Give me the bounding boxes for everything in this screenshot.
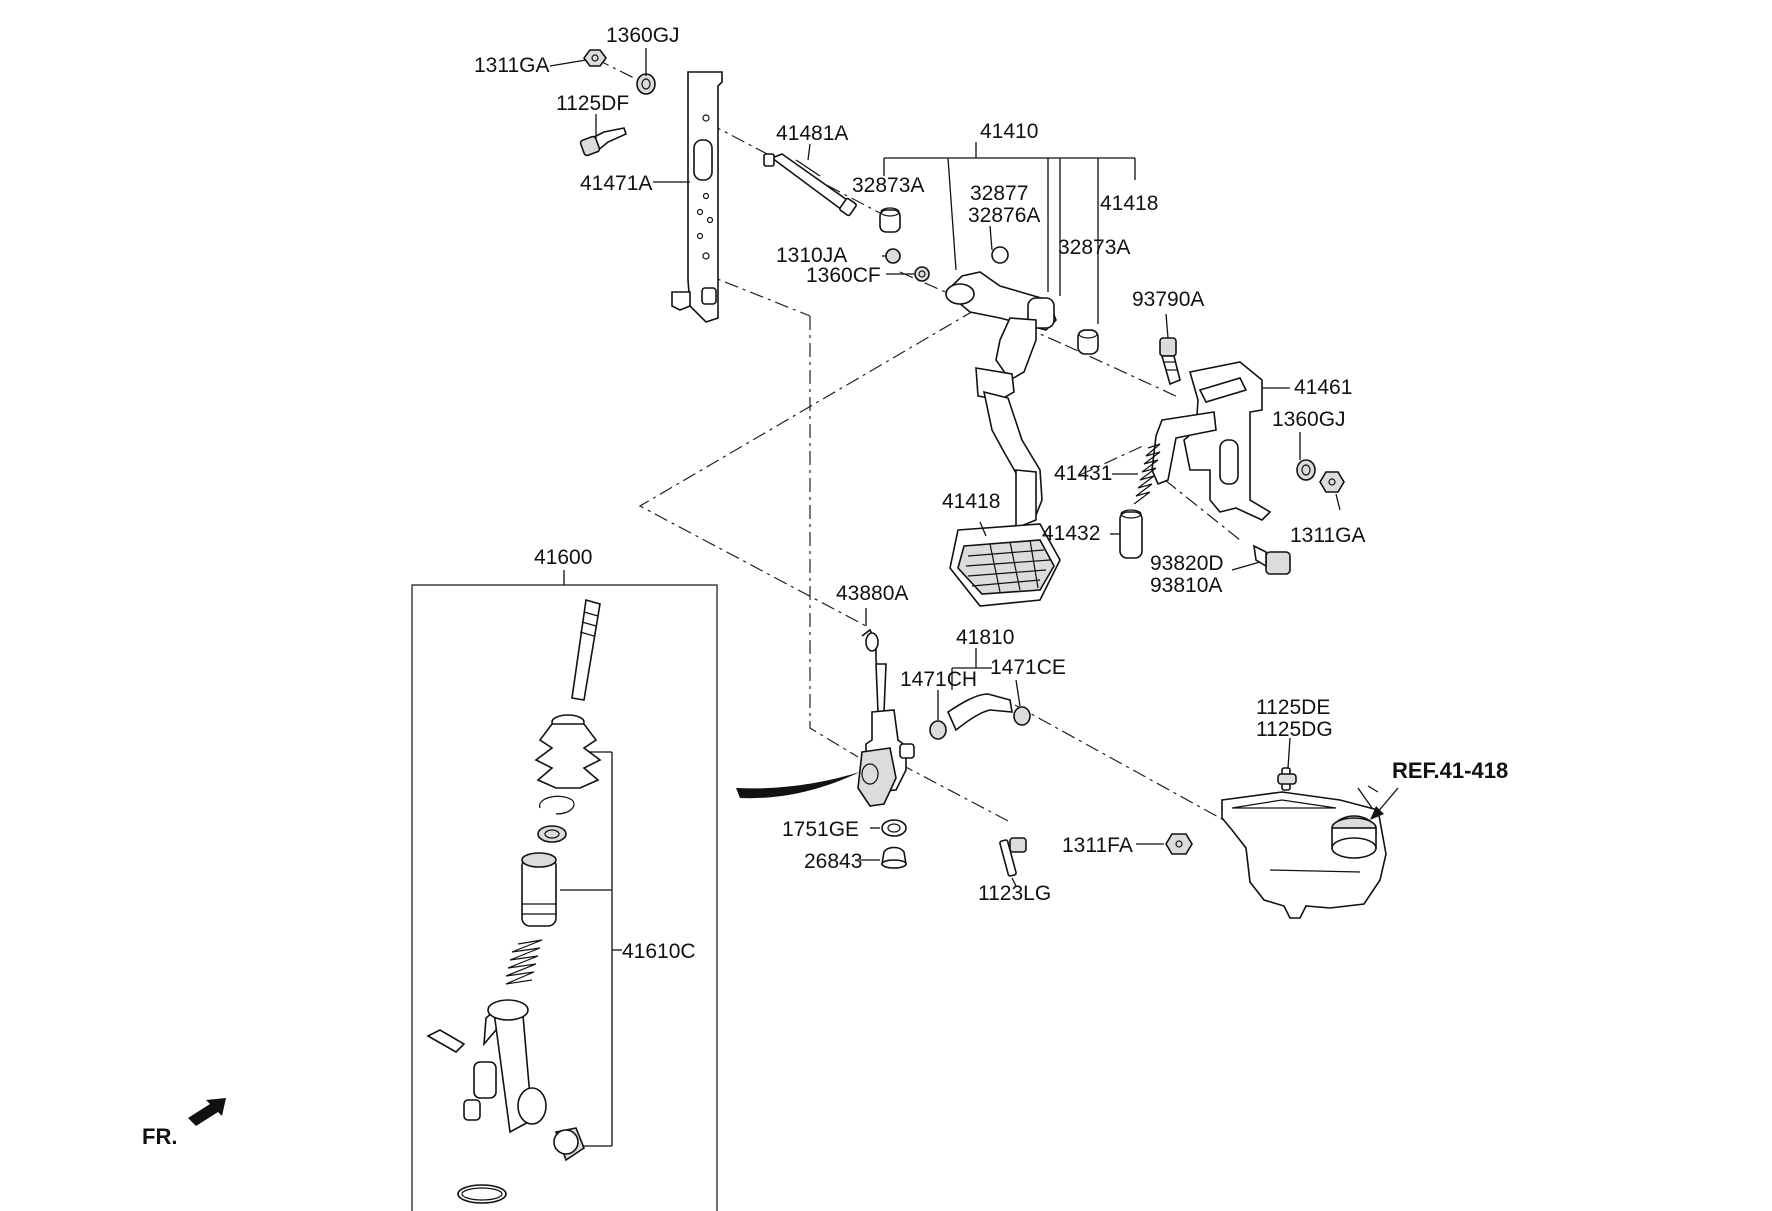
nut-1311FA <box>1165 833 1193 855</box>
pipe-41810 <box>946 693 1013 732</box>
reservoir-tank <box>1221 791 1387 919</box>
bracket-41471A <box>671 71 723 323</box>
nut-1311GA-right <box>1319 471 1345 493</box>
cap-26843 <box>881 846 907 869</box>
rod-43880A <box>861 628 887 713</box>
nut-1311GA-top <box>583 49 607 67</box>
label-1125DE: 1125DE <box>1256 696 1330 719</box>
pushrod-exploded <box>571 598 601 701</box>
spring-41431 <box>1133 443 1161 505</box>
label-41810: 41810 <box>956 626 1014 649</box>
bushing-32873A-right <box>1077 329 1099 355</box>
label-1471CH: 1471CH <box>900 668 977 691</box>
label-41471A: 41471A <box>580 172 652 195</box>
label-41481A: 41481A <box>776 122 848 145</box>
piston-exploded <box>521 852 557 927</box>
label-41461: 41461 <box>1294 376 1352 399</box>
label-32877: 32877 <box>970 182 1028 205</box>
label-1311FA: 1311FA <box>1062 834 1133 857</box>
label-32873A-right: 32873A <box>1058 236 1130 259</box>
bolt-1125DF <box>579 127 627 157</box>
boot-exploded <box>534 714 602 789</box>
label-41610C: 41610C <box>622 940 696 963</box>
washer-1360GJ-right <box>1296 459 1316 481</box>
washer-exploded <box>537 825 567 843</box>
switch-93820D <box>1252 544 1291 575</box>
label-93790A: 93790A <box>1132 288 1204 311</box>
part-labels: 1311GA 1360GJ 1125DF 41471A 41481A 41410… <box>142 24 1508 1149</box>
label-1360GJ-top: 1360GJ <box>606 24 680 47</box>
label-32876A: 32876A <box>968 204 1040 227</box>
clamp-1471CH <box>929 720 947 740</box>
label-43880A: 43880A <box>836 582 908 605</box>
cylinder-body-exploded <box>426 999 585 1162</box>
label-1311GA-right: 1311GA <box>1290 524 1366 547</box>
label-1471CE: 1471CE <box>990 656 1066 679</box>
bushing-32873A-left <box>879 207 901 233</box>
bolt-1123LG <box>999 837 1027 877</box>
seal-ring-exploded <box>457 1184 507 1204</box>
switch-93790A <box>1159 337 1181 386</box>
bushing-32877 <box>991 246 1009 264</box>
snap-ring-exploded <box>539 795 575 815</box>
label-1123LG: 1123LG <box>978 882 1051 905</box>
label-41418-top: 41418 <box>1100 192 1158 215</box>
label-1360GJ-right: 1360GJ <box>1272 408 1346 431</box>
shaft-41481A <box>763 153 857 217</box>
label-41410: 41410 <box>980 120 1038 143</box>
label-41431: 41431 <box>1054 462 1112 485</box>
label-93810A: 93810A <box>1150 574 1222 597</box>
label-26843: 26843 <box>804 850 862 873</box>
master-cylinder-41600 <box>857 709 915 807</box>
label-1311GA-top: 1311GA <box>474 54 550 77</box>
bolt-1125DE <box>1277 767 1297 791</box>
spring-exploded <box>505 939 543 985</box>
gasket-1751GE <box>881 819 907 837</box>
ref-arrow <box>1370 787 1399 820</box>
callout-wedge <box>736 772 860 799</box>
clamp-1471CE <box>1013 706 1031 726</box>
label-1310JA: 1310JA <box>776 244 847 267</box>
clutch-pedal-41410 <box>944 271 1061 607</box>
exploded-view-box <box>411 570 718 1211</box>
label-41600: 41600 <box>534 546 592 569</box>
label-1125DG: 1125DG <box>1256 718 1333 741</box>
label-32873A-left: 32873A <box>852 174 924 197</box>
nut-1310JA <box>885 248 901 264</box>
label-1360CF: 1360CF <box>806 264 881 287</box>
washer-1360GJ-top <box>636 73 656 95</box>
label-1751GE: 1751GE <box>782 818 859 841</box>
arrow-icon <box>188 1098 226 1126</box>
bracket-41461 <box>1151 361 1272 521</box>
washer-1360CF <box>914 266 930 282</box>
label-93820D: 93820D <box>1150 552 1224 575</box>
label-41432: 41432 <box>1042 522 1100 545</box>
label-ref-41-418: REF.41-418 <box>1392 758 1508 783</box>
leader-lines <box>549 48 1379 1147</box>
label-fr: FR. <box>142 1124 177 1149</box>
label-41418-pedal: 41418 <box>942 490 1000 513</box>
label-1125DF: 1125DF <box>556 92 629 115</box>
stopper-41432 <box>1119 509 1143 559</box>
